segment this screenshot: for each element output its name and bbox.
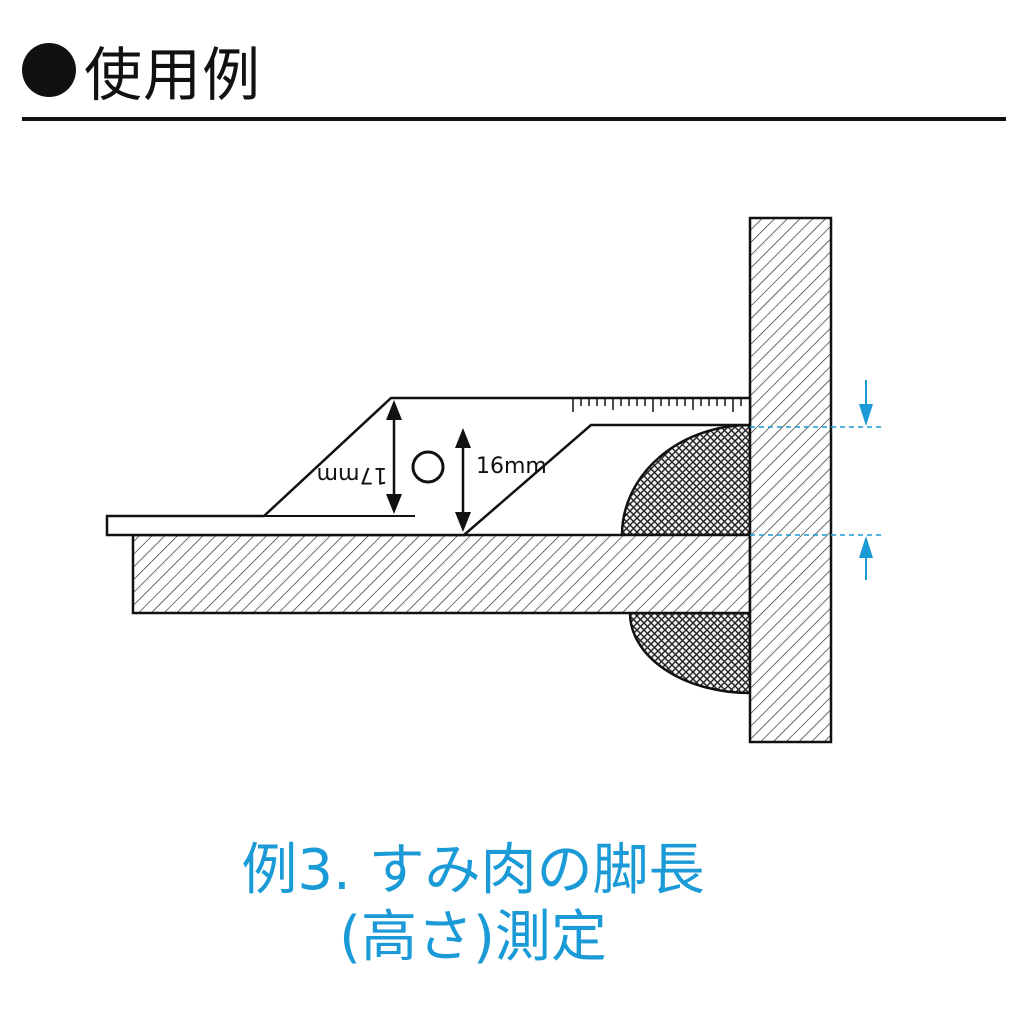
header-divider	[22, 117, 1006, 121]
page-header: 使用例	[22, 30, 261, 110]
caption-line-2: (高さ)測定	[339, 905, 607, 970]
gauge-hole	[411, 450, 445, 484]
leg-length-dimension	[750, 380, 884, 580]
dimension-arrow-16mm	[455, 428, 471, 532]
dimension-arrow-17mm	[386, 400, 402, 514]
ruler-scale	[572, 398, 742, 412]
lower-weld-bead	[628, 611, 752, 695]
vertical-plate	[748, 216, 833, 744]
label-17mm: 17mm	[317, 462, 388, 487]
caption-line-1: 例3. すみ肉の脚長	[241, 838, 705, 903]
label-16mm: 16mm	[476, 454, 547, 479]
upper-weld-bead	[620, 423, 752, 537]
horizontal-plate	[131, 533, 752, 615]
page-title: 使用例	[84, 41, 262, 109]
black-circle-icon	[22, 43, 76, 97]
